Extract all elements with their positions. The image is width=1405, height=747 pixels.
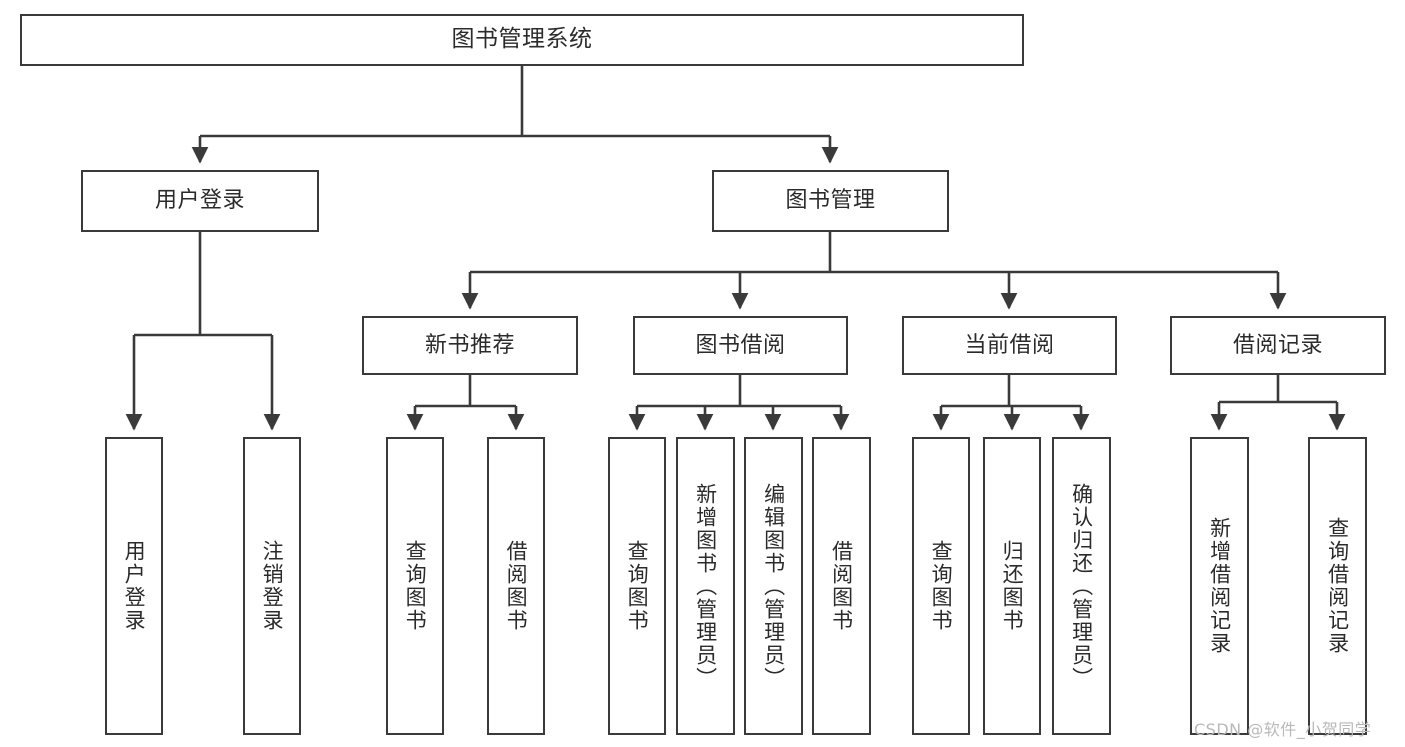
node-borrow-record-label: 借阅记录 (1232, 332, 1323, 358)
node-user-login-label: 用户登录 (154, 188, 245, 214)
node-leaf-user-logout-label: 注销登录 (260, 540, 285, 632)
node-leaf-add-book[interactable]: 新增图书（管理员） (676, 437, 735, 735)
node-leaf-return-book[interactable]: 归还图书 (983, 437, 1041, 735)
node-leaf-add-book-label: 新增图书（管理员） (693, 482, 718, 690)
node-leaf-query-record[interactable]: 查询借阅记录 (1308, 437, 1367, 735)
node-leaf-query-book-current-label: 查询图书 (929, 540, 954, 632)
node-leaf-user-login[interactable]: 用户登录 (105, 437, 163, 735)
node-leaf-query-book-borrow-label: 查询图书 (625, 540, 650, 632)
node-leaf-return-book-label: 归还图书 (1000, 540, 1025, 632)
node-leaf-user-login-label: 用户登录 (122, 540, 147, 632)
node-leaf-confirm-return-label: 确认归还（管理员） (1069, 482, 1094, 690)
node-leaf-borrow-book-rec[interactable]: 借阅图书 (487, 437, 545, 735)
node-leaf-confirm-return[interactable]: 确认归还（管理员） (1052, 437, 1111, 735)
node-leaf-borrow-book-label: 借阅图书 (829, 540, 854, 632)
node-book-borrow-label: 图书借阅 (695, 332, 786, 358)
node-book-manage[interactable]: 图书管理 (712, 170, 949, 232)
node-new-book-rec[interactable]: 新书推荐 (362, 316, 578, 375)
node-leaf-edit-book[interactable]: 编辑图书（管理员） (744, 437, 803, 735)
watermark: CSDN @软件_小贺同学 (1194, 720, 1372, 739)
node-leaf-borrow-book-rec-label: 借阅图书 (504, 540, 529, 632)
node-leaf-query-book-rec-label: 查询图书 (403, 540, 428, 632)
node-leaf-add-record-label: 新增借阅记录 (1207, 517, 1232, 655)
node-leaf-query-book-current[interactable]: 查询图书 (912, 437, 970, 735)
node-book-manage-label: 图书管理 (785, 188, 876, 214)
node-leaf-add-record[interactable]: 新增借阅记录 (1190, 437, 1249, 735)
node-new-book-rec-label: 新书推荐 (424, 332, 515, 358)
node-leaf-query-record-label: 查询借阅记录 (1325, 517, 1350, 655)
node-user-login[interactable]: 用户登录 (81, 170, 319, 232)
node-leaf-user-logout[interactable]: 注销登录 (243, 437, 301, 735)
node-leaf-query-book-borrow[interactable]: 查询图书 (608, 437, 666, 735)
node-leaf-edit-book-label: 编辑图书（管理员） (761, 482, 786, 690)
node-current-borrow-label: 当前借阅 (964, 332, 1055, 358)
node-book-borrow[interactable]: 图书借阅 (633, 316, 848, 375)
node-root-label: 图书管理系统 (451, 26, 593, 53)
node-root[interactable]: 图书管理系统 (20, 14, 1024, 66)
node-leaf-borrow-book[interactable]: 借阅图书 (812, 437, 871, 735)
node-borrow-record[interactable]: 借阅记录 (1170, 316, 1386, 375)
node-current-borrow[interactable]: 当前借阅 (902, 316, 1117, 375)
node-leaf-query-book-rec[interactable]: 查询图书 (386, 437, 444, 735)
